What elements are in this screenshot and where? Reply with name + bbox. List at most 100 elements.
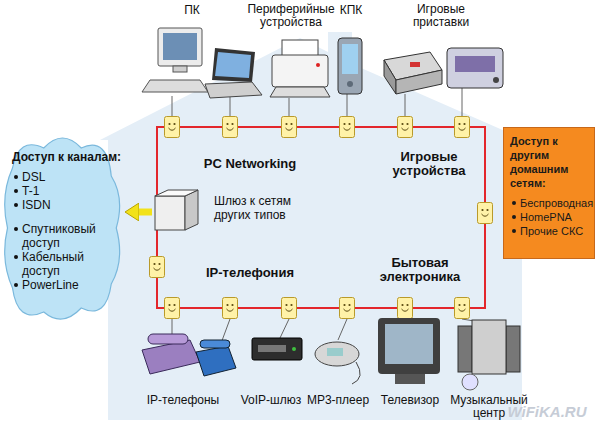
list-item: ISDN [22,198,51,212]
text-row: T-1 [12,184,98,198]
node-body: Доступ к каналам: DSLT-1ISDN Спутниковый д… [0,128,125,292]
access-arrow [135,209,152,216]
network-socket [282,117,297,138]
list-item: PowerLine [22,278,79,292]
node-body: Доступ к другим домашним сетям: Беспровод… [504,128,594,244]
console-side [384,60,396,94]
stereo-unit [472,320,506,374]
device-wire [289,98,290,116]
mp3-cable [352,362,360,384]
network-socket [165,117,180,138]
list-item: T-1 [22,184,39,198]
printer-paper [282,40,318,56]
console-panel [455,56,495,72]
group-label: PC Networking [198,157,302,171]
text-row: DSL [12,170,98,184]
group-label: Бытовая электроника [374,256,466,284]
network-socket [398,298,413,319]
home-networks-box: Доступ к другим домашним сетям: Беспровод… [503,127,595,259]
house-silhouette [100,32,530,420]
bullet-dot [512,229,516,233]
compact-disc [462,374,478,390]
bullet-dot [14,189,18,193]
network-socket [455,298,470,319]
text-row: Шлюз к сетям других типов [214,194,314,222]
group-label: Игровые устройства [388,150,470,178]
text-row: Доступ к другим домашним сетям: [510,134,591,190]
text-row: HomePNA [510,210,591,224]
laptop-lid [212,48,255,82]
network-socket [282,298,297,319]
gateway-top [155,190,198,196]
text-row: Беспроводная [510,196,591,210]
speaker [506,326,520,372]
voip-phone-handset [200,340,230,348]
bullet-dot [512,215,516,219]
network-socket [398,117,413,138]
network-socket [455,117,470,138]
channel-access-cloud: Доступ к каналам: DSLT-1ISDN Спутниковый д… [0,128,125,328]
gateway-front [155,196,185,230]
mp3-display [327,348,343,356]
group-label: IP-телефония [203,266,297,280]
network-ring [157,127,485,308]
text-row: Кабельный доступ [12,250,98,278]
tv-screen [385,324,433,364]
device-label: Телевизор [374,394,446,407]
laptop-base [205,82,262,98]
device-wire [462,88,463,116]
device-wire [347,94,348,116]
bullet-dot [14,283,18,287]
watermark: WiFiKA.RU [500,404,594,420]
bullet-dot [14,203,18,207]
console-button [493,77,499,83]
bullet-dot [14,227,18,231]
text-row: Прочие СКС [510,224,591,238]
voip-phone-base [196,346,236,376]
console-detail [410,62,420,67]
voip-gateway-led [292,347,296,351]
device-wire [405,94,406,116]
text-row: ISDN [12,198,98,212]
pc-keyboard [142,80,208,92]
network-socket [150,257,165,278]
tv-stand [395,374,425,384]
text-row: PowerLine [12,278,98,292]
list-item: HomePNA [520,211,572,223]
gateway-node: Шлюз к сетям других типов [152,188,314,236]
laptop-screen [215,52,251,78]
list-item: Спутниковый доступ [22,222,96,250]
device-wire [280,319,289,338]
mp3-player [315,342,359,366]
network-socket [223,298,238,319]
printer-led [316,63,320,67]
device-label: Периферийные устройства [245,3,337,29]
ip-phone-base [142,340,200,374]
printer-body [272,55,328,87]
network-socket [340,117,355,138]
network-socket [223,117,238,138]
device-label: Игровые приставки [405,3,477,29]
device-label: ПК [172,4,212,17]
pc-stand [173,66,187,72]
pda-button [347,81,353,87]
ip-phone-handset [148,334,188,344]
pda-body [338,38,362,94]
speaker [458,326,472,372]
list-item: DSL [22,170,45,184]
node-heading: Доступ к каналам: [12,150,121,164]
network-socket [165,298,180,319]
console-front [396,70,442,94]
voip-gateway-box [252,338,302,360]
device-wire [338,319,347,340]
tv-body [378,318,440,374]
network-socket [340,298,355,319]
device-wire [230,97,231,116]
voip-gateway-panel [258,345,286,352]
bullet-dot [14,255,18,259]
device-label: MP3-плеер [300,394,376,407]
cloud-shape [5,138,120,319]
